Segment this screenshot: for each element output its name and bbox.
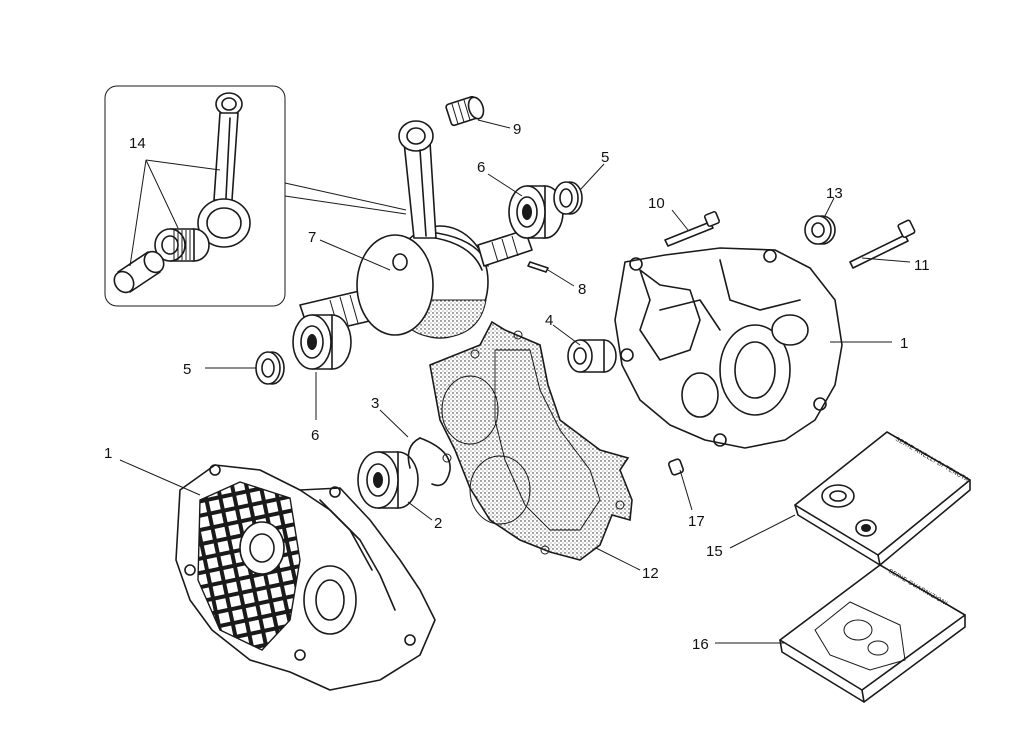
- callout-2: 2: [434, 515, 442, 532]
- callout-6-top: 6: [477, 159, 485, 176]
- oil-seal-left: [255, 351, 285, 385]
- crankcase-gasket: [429, 320, 633, 561]
- woodruff-key: [527, 261, 549, 273]
- callout-5-left: 5: [183, 361, 191, 378]
- leader-lines: [119, 119, 911, 644]
- callout-1-right: 1: [900, 335, 908, 352]
- callout-7: 7: [308, 229, 316, 246]
- crankcase-half-right: [614, 247, 843, 449]
- callout-10: 10: [648, 195, 665, 212]
- connecting-rod-inset: [104, 85, 407, 307]
- inset-piston-pin: [113, 250, 165, 294]
- callout-15: 15: [706, 543, 723, 560]
- bolt-11: [849, 219, 916, 269]
- gasket-kit-package: SERIE GUARNIZIONI: [779, 564, 966, 703]
- callout-17: 17: [688, 513, 705, 530]
- connecting-rod: [398, 120, 437, 239]
- small-needle-bearing: [445, 95, 485, 127]
- main-bearing-right: [508, 185, 564, 239]
- seal-kit-package: SERIE ANELLI DI TENUTA: [794, 431, 971, 566]
- bolt-10: [664, 210, 721, 247]
- callout-14: 14: [129, 135, 146, 152]
- callout-8: 8: [578, 281, 586, 298]
- circlip: [407, 437, 451, 487]
- callout-3: 3: [371, 395, 379, 412]
- oil-seal-13: [804, 215, 836, 245]
- main-bearing-left: [292, 314, 352, 370]
- callout-6-left: 6: [311, 427, 319, 444]
- crankcase-half-left: [175, 464, 436, 691]
- crankshaft-assembly: [299, 120, 549, 339]
- needle-bearing: [567, 339, 617, 373]
- inset-connecting-rod: [197, 92, 251, 248]
- callout-13: 13: [826, 185, 843, 202]
- bearing-2: [357, 451, 419, 509]
- callout-9: 9: [513, 121, 521, 138]
- callout-11: 11: [914, 257, 930, 274]
- callout-12: 12: [642, 565, 659, 582]
- callout-16: 16: [692, 636, 709, 653]
- oil-seal-right: [553, 181, 583, 215]
- callout-1-left: 1: [104, 445, 112, 462]
- callout-numbers: 14 9 6 5 10 13 11 1 8 7 4 5 6 3 2 1 12 1…: [104, 121, 930, 653]
- callout-5-top: 5: [601, 149, 609, 166]
- callout-4: 4: [545, 312, 553, 329]
- inset-needle-bearing: [154, 228, 210, 262]
- dowel-pin: [668, 458, 684, 476]
